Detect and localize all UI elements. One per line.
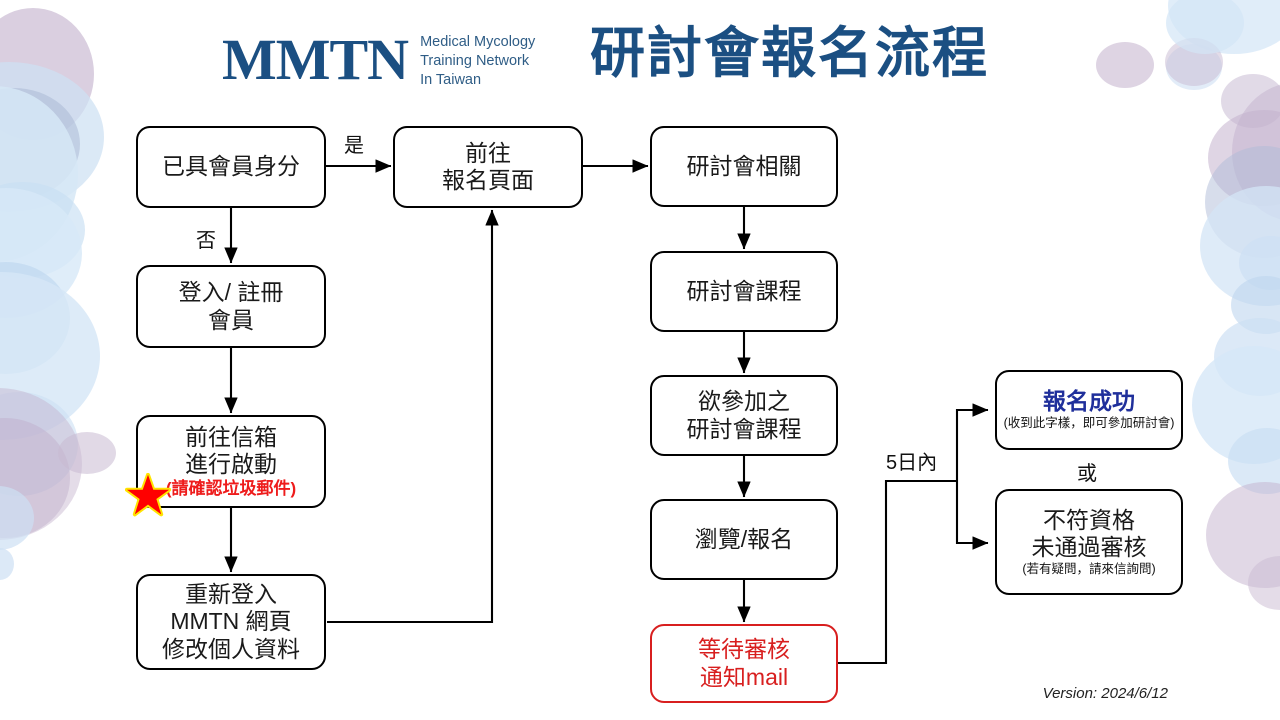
- node-line: 前往信箱: [185, 423, 277, 450]
- edge-label-days: 5日內: [886, 452, 938, 474]
- edge-label-no: 否: [196, 230, 216, 252]
- node-line: 研討會相關: [686, 152, 802, 179]
- node-line: 修改個人資料: [162, 635, 300, 662]
- node-goto-registration[interactable]: 前往 報名頁面: [393, 126, 583, 208]
- node-success-note: (收到此字樣，即可參加研討會): [1003, 415, 1175, 430]
- node-line: 瀏覽/報名: [694, 525, 794, 552]
- node-relogin-edit[interactable]: 重新登入 MMTN 網頁 修改個人資料: [136, 574, 326, 670]
- edge-label-yes: 是: [344, 135, 364, 157]
- logo-subtitle-line-2: Training Network: [420, 53, 530, 70]
- node-success[interactable]: 報名成功 (收到此字樣，即可參加研討會): [995, 370, 1183, 450]
- node-line: 進行啟動: [185, 450, 277, 477]
- node-browse-register[interactable]: 瀏覽/報名: [650, 499, 838, 580]
- node-line: 不符資格: [1043, 506, 1135, 533]
- node-warning-note: (請確認垃圾郵件): [165, 479, 297, 499]
- node-line: 欲參加之: [698, 388, 790, 415]
- node-line: 報名成功: [1043, 388, 1135, 415]
- slide-header: MMTN Medical Mycology Training Network I…: [0, 0, 1280, 110]
- logo-subtitle-line-3: In Taiwan: [420, 72, 482, 89]
- node-desired-course[interactable]: 欲參加之 研討會課程: [650, 375, 838, 456]
- node-member-status[interactable]: 已具會員身分: [136, 126, 326, 208]
- edge-relogin-to-registration: [327, 209, 499, 624]
- node-line: 報名頁面: [442, 167, 534, 193]
- node-rejected-note: (若有疑問，請來信詢問): [1022, 562, 1156, 577]
- edge-label-or: 或: [1077, 463, 1097, 485]
- edge-branch-to-success: [955, 403, 989, 481]
- logo-subtitle-line-1: Medical Mycology: [420, 34, 536, 50]
- node-line: 已具會員身分: [162, 153, 300, 180]
- node-line: 通知mail: [699, 663, 789, 690]
- logo-subtitle: Medical Mycology Training Network In Tai…: [420, 30, 535, 90]
- edge-branch-to-rejected: [955, 481, 989, 550]
- edge-await-to-branch: [838, 479, 957, 665]
- node-line: MMTN 網頁: [170, 608, 292, 635]
- node-rejected[interactable]: 不符資格 未通過審核 (若有疑問，請來信詢問): [995, 489, 1183, 595]
- node-mailbox-activate[interactable]: 前往信箱 進行啟動 (請確認垃圾郵件): [136, 415, 326, 508]
- node-line: 研討會課程: [686, 415, 802, 442]
- mmtn-logo: MMTN Medical Mycology Training Network I…: [222, 30, 535, 90]
- node-seminar-course[interactable]: 研討會課程: [650, 251, 838, 332]
- node-line: 等待審核: [698, 636, 790, 663]
- node-line: 未通過審核: [1031, 534, 1147, 560]
- node-line: 研討會課程: [686, 277, 802, 304]
- star-icon: [125, 473, 171, 517]
- version-label: Version: 2024/6/12: [1042, 685, 1168, 702]
- node-line: 重新登入: [185, 581, 277, 608]
- node-line: 前往: [465, 139, 511, 166]
- page-title: 研討會報名流程: [590, 22, 990, 84]
- node-login-register[interactable]: 登入/ 註冊 會員: [136, 265, 326, 348]
- node-line: 登入/ 註冊: [178, 279, 284, 306]
- logo-wordmark: MMTN: [222, 27, 409, 93]
- node-seminar-related[interactable]: 研討會相關: [650, 126, 838, 207]
- node-line: 會員: [208, 306, 254, 333]
- node-await-review[interactable]: 等待審核 通知mail: [650, 624, 838, 703]
